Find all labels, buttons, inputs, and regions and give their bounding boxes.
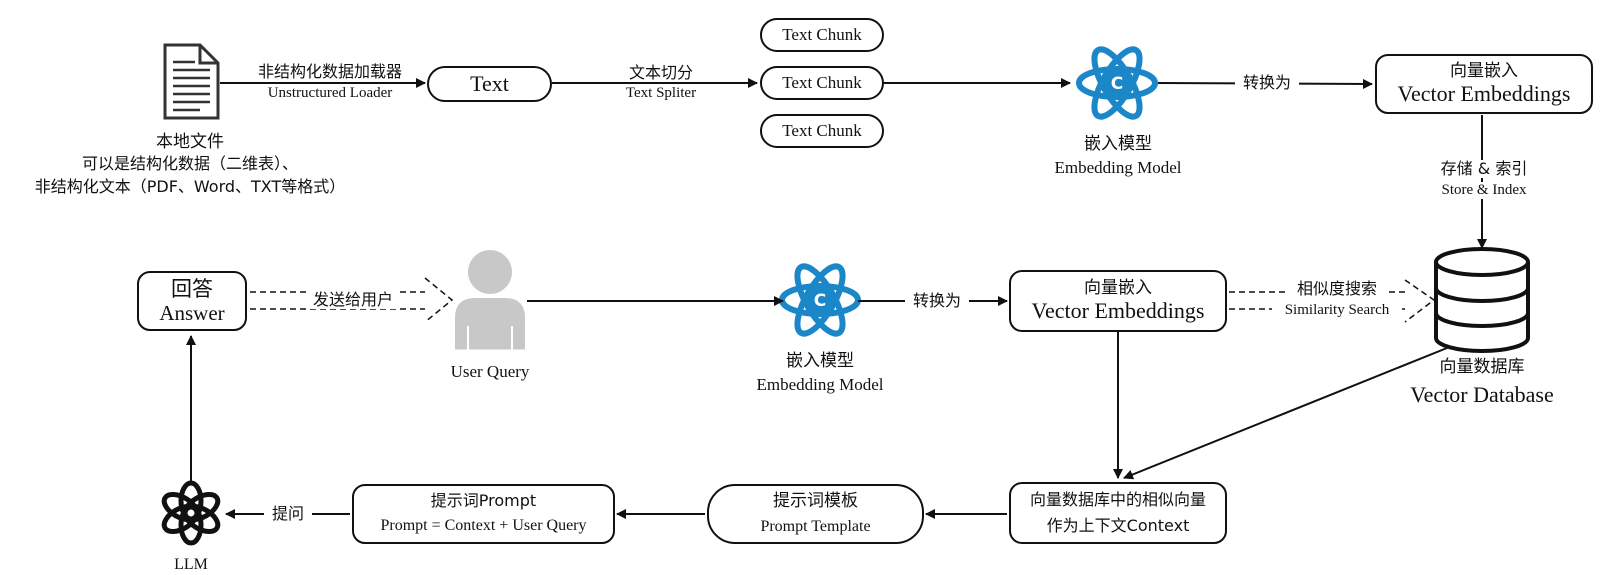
- store-index-en: Store & Index: [1425, 182, 1543, 200]
- document-icon: [163, 43, 220, 120]
- answer-box: 回答 Answer: [137, 271, 247, 331]
- convert-top-label: 转换为: [1235, 73, 1299, 93]
- context-line1: 向量数据库中的相似向量: [1029, 490, 1206, 510]
- vector-embeddings-top-en: Vector Embeddings: [1397, 81, 1571, 106]
- embedding-model-top-cn: 嵌入模型: [1084, 134, 1152, 154]
- prompt-en: Prompt = Context + User Query: [380, 517, 587, 534]
- answer-cn: 回答: [171, 276, 213, 301]
- text-node: Text: [427, 66, 552, 102]
- prompt-template-cn: 提示词模板: [773, 491, 858, 512]
- embedding-model-mid-cn: 嵌入模型: [786, 351, 854, 371]
- dashed-similarity-search: [1229, 279, 1436, 323]
- user-query-label: User Query: [450, 362, 530, 381]
- prompt-box: 提示词Prompt Prompt = Context + User Query: [352, 484, 615, 544]
- embedding-model-mid-en: Embedding Model: [756, 375, 884, 394]
- loader-label-cn: 非结构化数据加载器: [248, 62, 412, 82]
- convert-mid-label: 转换为: [905, 291, 969, 311]
- similarity-cn: 相似度搜索: [1285, 279, 1389, 299]
- text-chunk-2: Text Chunk: [760, 66, 884, 100]
- atom-icon-top: [1079, 43, 1155, 123]
- local-file-line2: 非结构化文本（PDF、Word、TXT等格式）: [34, 177, 346, 196]
- vector-embeddings-mid-box: 向量嵌入 Vector Embeddings: [1009, 270, 1227, 332]
- atom-icon-mid: [782, 260, 858, 340]
- llm-label: LLM: [174, 556, 208, 573]
- arrow-db-to-context: [1123, 347, 1448, 480]
- vector-db-en: Vector Database: [1410, 382, 1554, 407]
- user-icon: [452, 250, 528, 351]
- store-index-cn: 存储 & 索引: [1420, 159, 1548, 179]
- local-file-title: 本地文件: [156, 132, 224, 152]
- context-line2: 作为上下文Context: [1046, 516, 1190, 535]
- text-chunk-3: Text Chunk: [760, 114, 884, 148]
- local-file-line1: 可以是结构化数据（二维表）、: [81, 154, 298, 173]
- prompt-cn: 提示词Prompt: [430, 491, 537, 511]
- text-chunk-1: Text Chunk: [760, 18, 884, 52]
- splitter-label-cn: 文本切分: [614, 63, 708, 83]
- prompt-template-en: Prompt Template: [760, 517, 871, 535]
- vector-db-cn: 向量数据库: [1439, 357, 1525, 377]
- vector-embeddings-top-box: 向量嵌入 Vector Embeddings: [1375, 54, 1593, 114]
- openai-icon: [161, 480, 221, 546]
- vector-embeddings-top-cn: 向量嵌入: [1450, 60, 1518, 81]
- vector-embeddings-mid-cn: 向量嵌入: [1084, 277, 1152, 298]
- send-to-user-label: 发送给用户: [306, 290, 400, 310]
- answer-en: Answer: [159, 301, 225, 325]
- vector-embeddings-mid-en: Vector Embeddings: [1031, 298, 1205, 323]
- loader-label-en: Unstructured Loader: [248, 85, 412, 103]
- prompt-template-box: 提示词模板 Prompt Template: [707, 484, 924, 544]
- context-box: 向量数据库中的相似向量 作为上下文Context: [1009, 482, 1227, 544]
- similarity-en: Similarity Search: [1272, 302, 1402, 320]
- splitter-label-en: Text Spliter: [610, 85, 712, 103]
- embedding-model-top-en: Embedding Model: [1054, 158, 1182, 177]
- ask-label: 提问: [264, 504, 312, 524]
- database-icon: [1434, 247, 1530, 353]
